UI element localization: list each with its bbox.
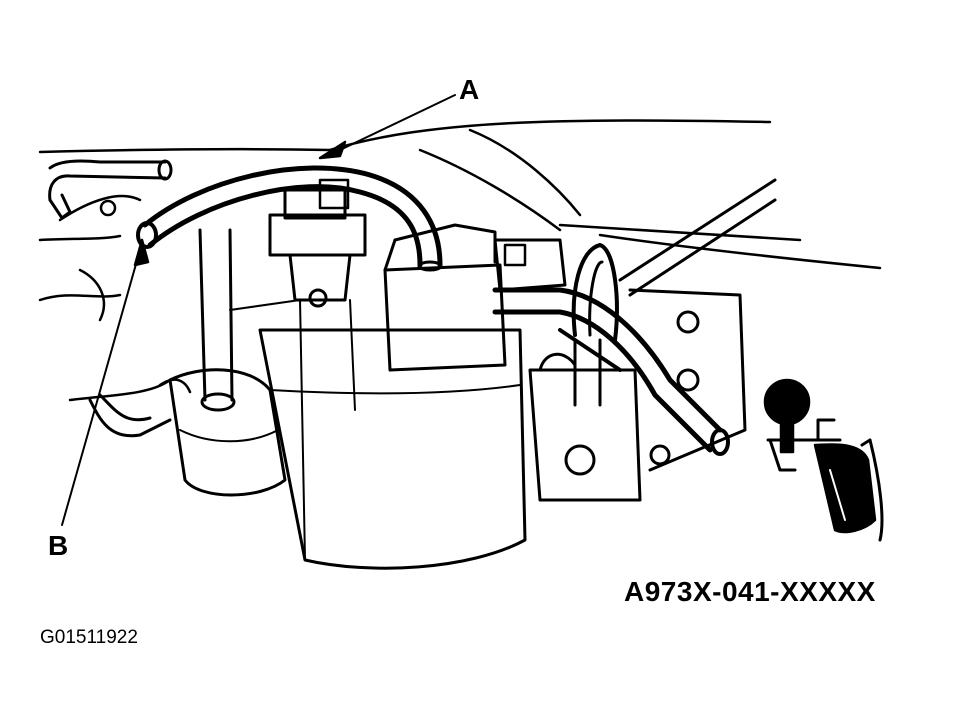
purge-valve xyxy=(268,178,367,308)
hose-a xyxy=(136,165,443,272)
figure-id: G01511922 xyxy=(40,627,138,648)
hose-loop xyxy=(558,243,622,372)
engine-plate xyxy=(628,288,747,472)
vacuum-gauge-icon xyxy=(763,378,884,542)
canister-top-box xyxy=(383,223,507,372)
upper-left-hose xyxy=(48,159,173,220)
mounting-bracket xyxy=(528,338,642,502)
vertical-pipe xyxy=(198,228,236,412)
charcoal-canister xyxy=(229,299,527,570)
engine-bay-outline xyxy=(38,119,882,402)
housing-bolt xyxy=(99,199,117,217)
support-rod xyxy=(618,178,777,297)
arrowhead-b xyxy=(133,238,150,267)
filter-housing xyxy=(158,368,287,497)
callout-leaders xyxy=(61,94,456,526)
callout-label-a: A xyxy=(459,74,480,105)
callout-label-b: B xyxy=(48,530,69,561)
hose-connector xyxy=(493,238,567,292)
part-code: A973X-041-XXXXX xyxy=(624,576,876,607)
arrowhead-a xyxy=(318,140,347,160)
lower-left-hose xyxy=(88,393,172,438)
